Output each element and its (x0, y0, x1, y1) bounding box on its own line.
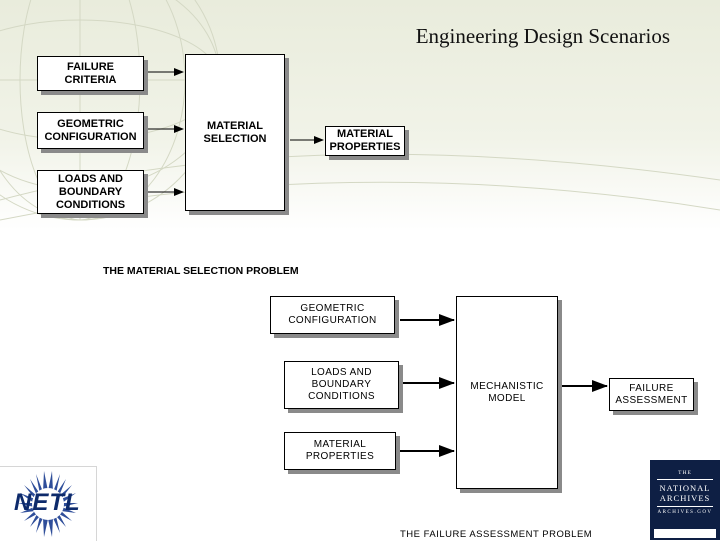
archives-line-url: ARCHIVES.GOV (657, 510, 713, 515)
archives-line-national: NATIONAL (659, 483, 711, 493)
netl-wordmark: NETL (14, 489, 81, 516)
label-failure-criteria: FAILURE CRITERIA (64, 60, 117, 86)
caption-failure-assessment: THE FAILURE ASSESSMENT PROBLEM (400, 529, 593, 540)
box-failure-criteria: FAILURE CRITERIA (37, 56, 144, 91)
box2-mechanistic-model: MECHANISTIC MODEL (456, 296, 558, 489)
caption-material-selection: THE MATERIAL SELECTION PROBLEM (103, 265, 299, 277)
archives-footer-band (654, 529, 716, 538)
label-material-selection: MATERIAL SELECTION (203, 119, 267, 145)
netl-logo: NETL (0, 466, 97, 541)
label-loads-boundary-conditions: LOADS AND BOUNDARY CONDITIONS (55, 172, 126, 211)
box-geometric-configuration: GEOMETRIC CONFIGURATION (37, 112, 144, 149)
label-material-properties-output: MATERIAL PROPERTIES (329, 128, 401, 153)
box2-loads-boundary-conditions: LOADS AND BOUNDARY CONDITIONS (284, 361, 399, 409)
box2-material-properties: MATERIAL PROPERTIES (284, 432, 396, 470)
label2-material-properties: MATERIAL PROPERTIES (305, 439, 375, 462)
national-archives-logo-icon: THE NATIONAL ARCHIVES ARCHIVES.GOV (650, 460, 720, 540)
archives-line-the: THE (678, 470, 692, 476)
box2-geometric-configuration: GEOMETRIC CONFIGURATION (270, 296, 395, 334)
box-material-selection: MATERIAL SELECTION (185, 54, 285, 211)
archives-rule-top (657, 479, 713, 480)
label2-geometric-configuration: GEOMETRIC CONFIGURATION (288, 303, 377, 326)
archives-rule-bottom (657, 506, 713, 507)
label-geometric-configuration: GEOMETRIC CONFIGURATION (44, 117, 137, 143)
box-loads-boundary-conditions: LOADS AND BOUNDARY CONDITIONS (37, 170, 144, 214)
box-material-properties-output: MATERIAL PROPERTIES (325, 126, 405, 156)
label2-loads-boundary-conditions: LOADS AND BOUNDARY CONDITIONS (308, 367, 375, 402)
slide-title: Engineering Design Scenarios (415, 24, 670, 48)
netl-starburst-logo-icon (18, 471, 78, 537)
box2-failure-assessment: FAILURE ASSESSMENT (609, 378, 694, 411)
label2-mechanistic-model: MECHANISTIC MODEL (470, 380, 544, 404)
archives-line-archives: ARCHIVES (659, 493, 711, 503)
label2-failure-assessment: FAILURE ASSESSMENT (615, 382, 688, 406)
